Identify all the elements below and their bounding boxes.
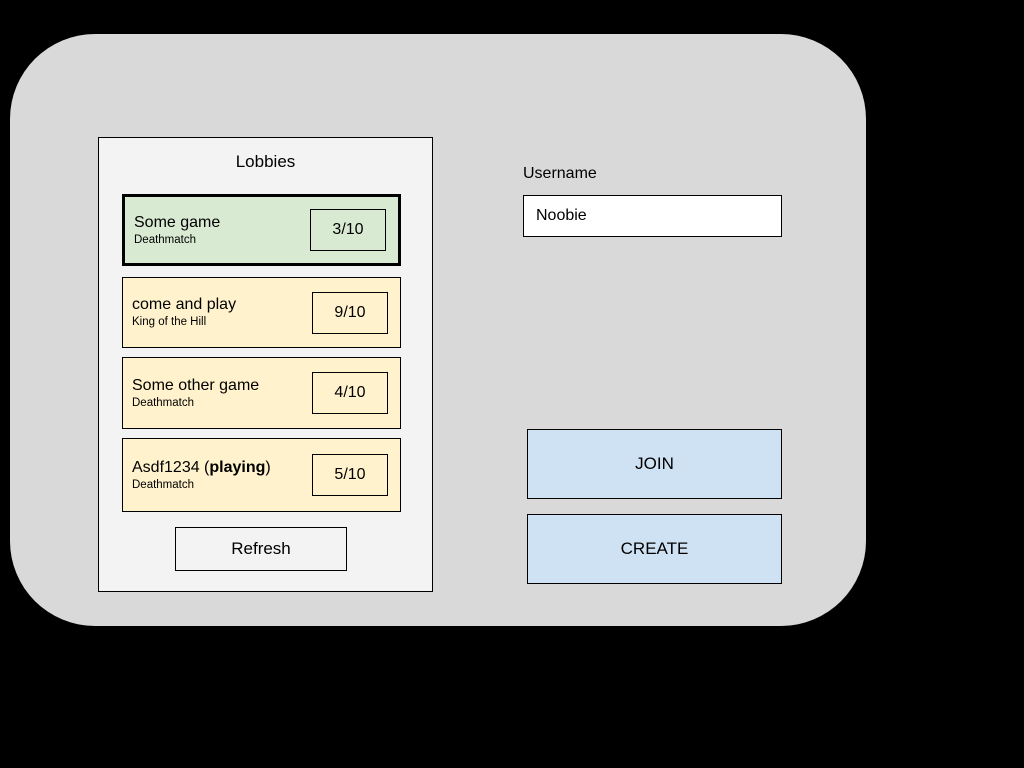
lobby-item-come-and-play[interactable]: come and play King of the Hill 9/10 bbox=[122, 277, 401, 348]
lobby-item-text: Some game Deathmatch bbox=[134, 213, 220, 248]
lobby-mode-label: Deathmatch bbox=[132, 478, 195, 491]
lobby-name: Some game bbox=[134, 213, 221, 231]
player-count-badge: 5/10 bbox=[312, 454, 388, 496]
lobby-item-text: Some other game Deathmatch bbox=[132, 376, 259, 411]
lobby-item-text: come and play King of the Hill bbox=[132, 295, 236, 330]
app-surface: Lobbies Some game Deathmatch 3/10 come a… bbox=[10, 34, 866, 626]
player-count-badge: 9/10 bbox=[312, 291, 388, 334]
player-count-badge: 3/10 bbox=[310, 209, 386, 251]
join-button[interactable]: JOIN bbox=[527, 429, 782, 499]
lobby-mode-label: Deathmatch bbox=[132, 396, 195, 409]
lobby-mode-label: Deathmatch bbox=[134, 233, 197, 246]
lobby-name: Asdf1234 (playing) bbox=[132, 458, 271, 476]
lobbies-panel-title: Lobbies bbox=[235, 152, 296, 171]
lobby-item-some-other-game[interactable]: Some other game Deathmatch 4/10 bbox=[122, 357, 401, 429]
lobby-name: Some other game bbox=[132, 376, 260, 394]
lobby-item-text: Asdf1234 (playing) Deathmatch bbox=[132, 458, 271, 493]
lobby-mode-label: King of the Hill bbox=[132, 316, 207, 328]
create-button[interactable]: CREATE bbox=[527, 514, 782, 584]
lobby-name: come and play bbox=[132, 296, 237, 313]
lobby-item-some-game[interactable]: Some game Deathmatch 3/10 bbox=[122, 194, 401, 266]
username-label: Username bbox=[523, 165, 597, 182]
username-input[interactable] bbox=[523, 195, 782, 237]
refresh-button[interactable]: Refresh bbox=[175, 527, 347, 571]
player-count-badge: 4/10 bbox=[312, 372, 388, 414]
lobby-item-asdf1234[interactable]: Asdf1234 (playing) Deathmatch 5/10 bbox=[122, 438, 401, 512]
